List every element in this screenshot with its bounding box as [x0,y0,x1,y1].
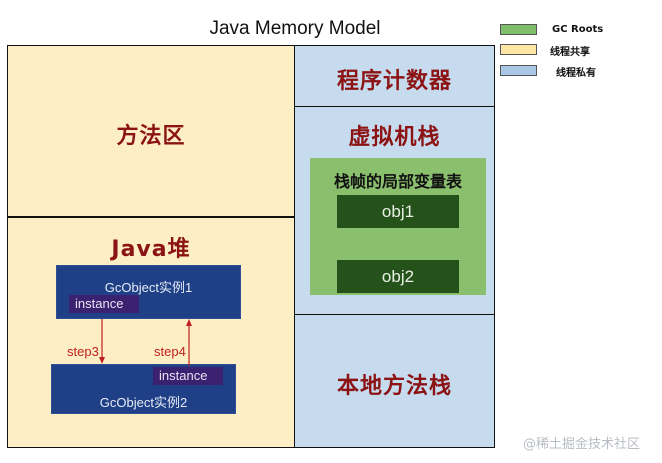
step4-label: step4 [154,344,186,359]
legend-swatch-private [500,65,537,76]
gc-object-2: instance GcObject实例2 [51,364,236,414]
legend-label-private: 线程私有 [556,68,596,79]
program-counter-region: 程序计数器 [294,45,495,107]
native-stack-label: 本地方法栈 [336,374,452,399]
step3-label: step3 [67,344,99,359]
heap-label: Java堆 [111,237,191,262]
gc-object-2-instance-field: instance [153,367,223,385]
local-variable-table-label: 栈帧的局部变量表 [333,172,462,191]
legend: GC Roots 线程共享 线程私有 [500,24,660,84]
diagram-title: Java Memory Model [209,18,381,39]
local-slot-obj1: obj1 [337,195,459,228]
legend-label-gc-roots: GC Roots [552,24,604,35]
arrow-step3 [99,319,105,364]
native-stack-region: 本地方法栈 [294,314,495,448]
gc-object-1: GcObject实例1 instance [56,265,241,319]
gc-object-2-label: GcObject实例2 [99,395,188,410]
local-variable-table: 栈帧的局部变量表 obj1 obj2 [310,158,486,295]
vm-stack-label: 虚拟机栈 [348,125,441,150]
method-area-label: 方法区 [116,124,186,149]
vm-stack-region: 虚拟机栈 栈帧的局部变量表 obj1 obj2 [294,106,495,315]
legend-label-shared: 线程共享 [550,47,590,58]
shared-divider [7,216,295,218]
watermark: @稀土掘金技术社区 [523,437,641,452]
gc-object-1-label: GcObject实例1 [104,280,193,295]
legend-swatch-shared [500,44,537,55]
legend-swatch-gc-roots [500,24,537,35]
gc-object-1-instance-field: instance [69,295,139,313]
local-slot-obj2: obj2 [337,260,459,293]
arrow-step4 [186,319,192,366]
program-counter-label: 程序计数器 [336,69,452,94]
